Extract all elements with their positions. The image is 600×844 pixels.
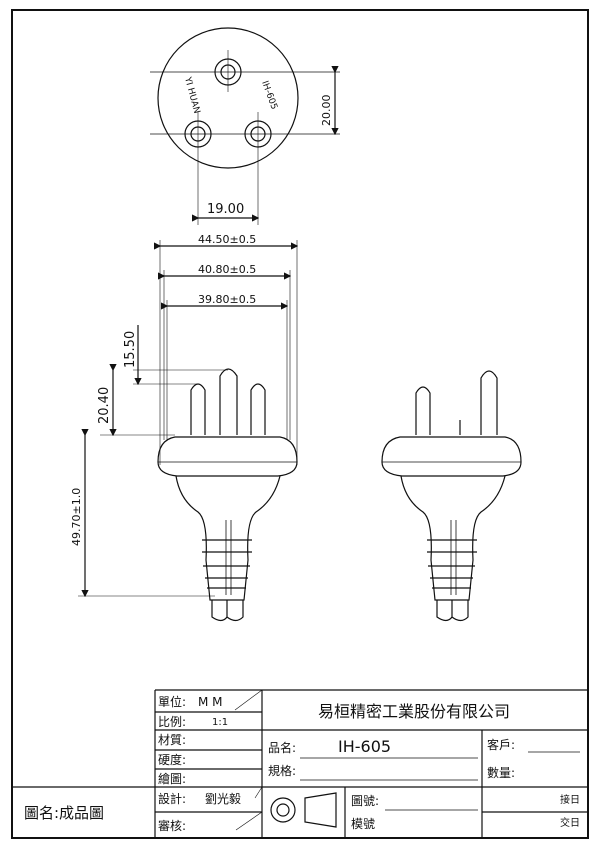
cable [211, 600, 244, 622]
customer-label: 客戶: [487, 737, 515, 752]
side-pin-left [415, 386, 431, 435]
drawing-no-label: 圖號: [351, 794, 379, 808]
mold-no-label: 模號 [351, 817, 375, 831]
front-view [78, 240, 299, 622]
drawn-by-label: 繪圖: [158, 771, 186, 786]
scale-label: 比例: [158, 715, 186, 729]
plug-face-circle [157, 27, 299, 169]
hardness-label: 硬度: [158, 752, 186, 767]
designed-by-label: 設計: [158, 791, 186, 806]
figure-name: 圖名:成品圖 [24, 804, 104, 822]
dim-height-20: 20.00 [320, 95, 333, 127]
dim-overall-width: 44.50±0.5 [198, 233, 256, 246]
top-marking-right: IH-605 [259, 80, 279, 111]
top-view [150, 27, 340, 225]
pin-center [219, 368, 238, 435]
spec-label: 規格: [268, 763, 296, 778]
pin-left [190, 383, 206, 435]
plug-neck [175, 475, 281, 601]
product-name-value: IH-605 [338, 737, 391, 756]
receive-date-label: 接日 [560, 793, 580, 806]
company-name: 易桓精密工業股份有限公司 [318, 702, 510, 721]
pin-right [250, 383, 266, 435]
projection-symbol [270, 797, 296, 823]
product-name-label: 品名: [268, 740, 296, 755]
scale-value: 1:1 [212, 717, 228, 728]
plug-body [157, 436, 298, 477]
quantity-label: 數量: [487, 766, 515, 780]
sheet-border [11, 9, 589, 839]
dim-mid-width: 40.80±0.5 [198, 263, 256, 276]
dim-width-19: 19.00 [207, 202, 244, 217]
reviewed-by-label: 審核: [158, 818, 186, 833]
side-pin-right [480, 370, 498, 435]
top-marking-left: YI HUAN [182, 75, 202, 115]
unit-value: M M [198, 695, 223, 709]
delivery-date-label: 交日 [560, 816, 580, 829]
side-neck [400, 475, 506, 601]
unit-label: 單位: [158, 694, 186, 709]
dim-pin-length: 20.40 [97, 387, 112, 424]
side-body [381, 436, 522, 477]
material-label: 材質: [158, 732, 186, 747]
designer-name: 劉光毅 [205, 791, 241, 806]
dim-body-length: 49.70±1.0 [70, 488, 83, 546]
dim-inner-width: 39.80±0.5 [198, 293, 256, 306]
dim-pin-top: 15.50 [123, 331, 138, 368]
title-block [12, 689, 588, 838]
side-cable [436, 600, 469, 622]
side-view [381, 370, 522, 622]
